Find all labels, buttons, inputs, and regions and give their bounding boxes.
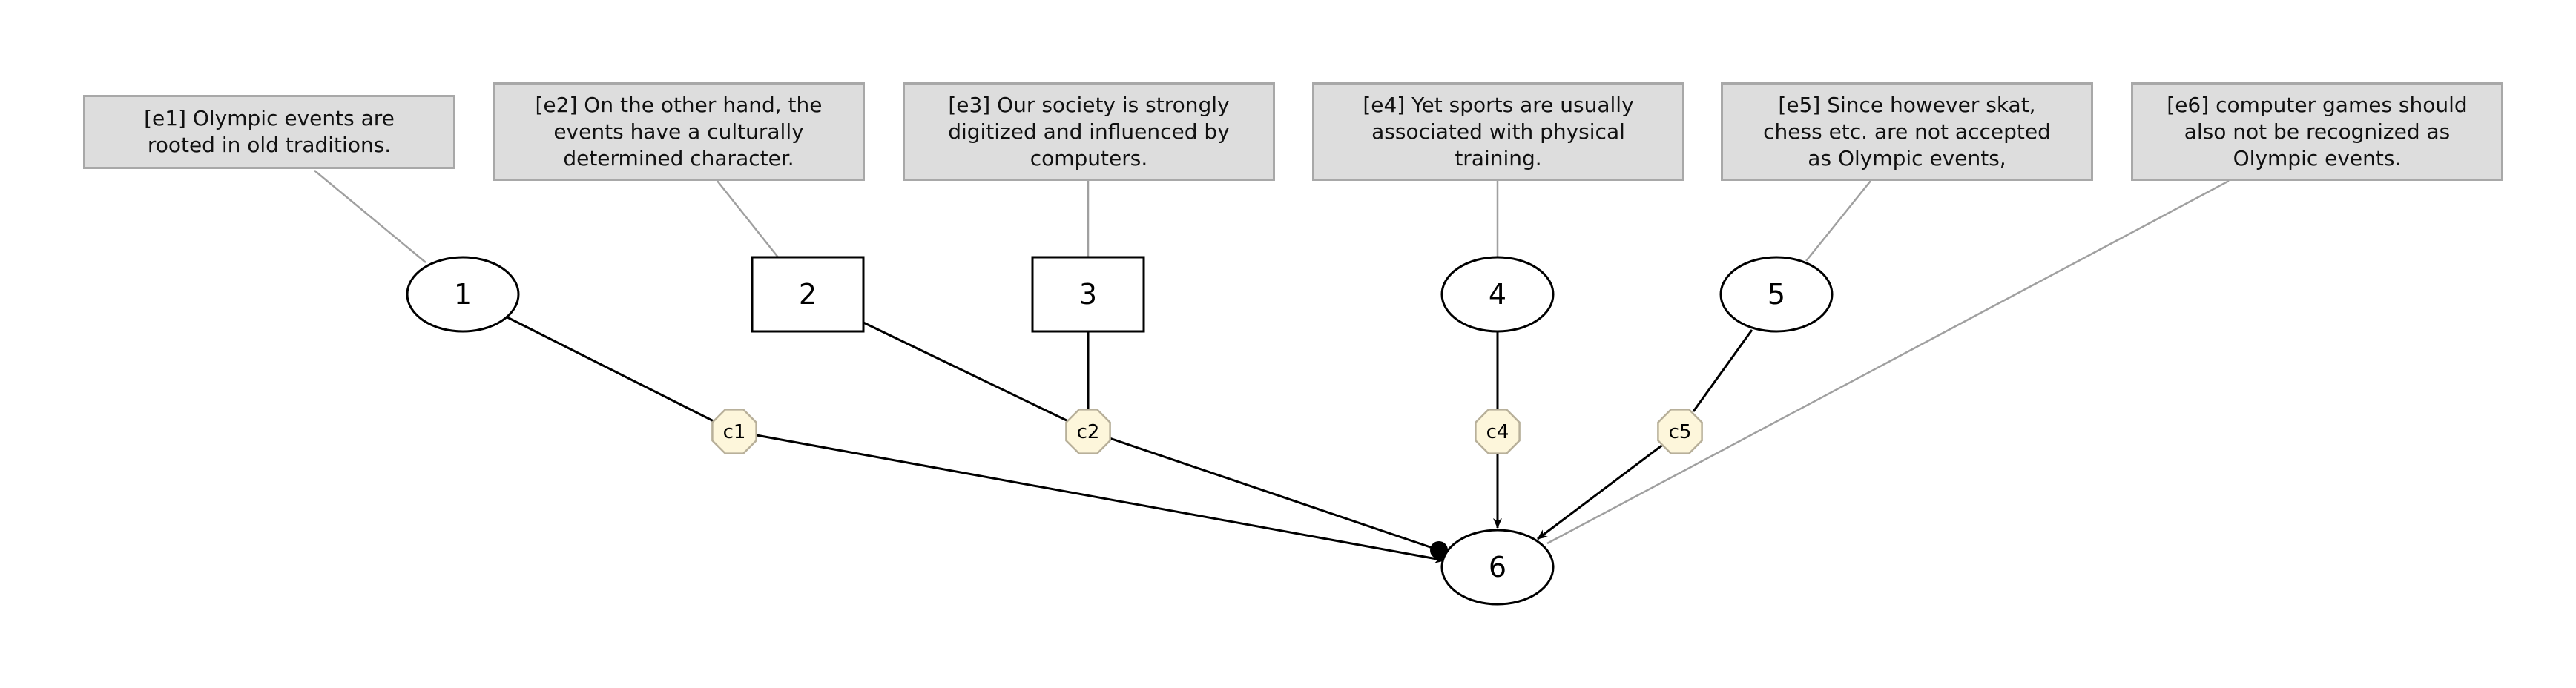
- text-unit-text: [e2] On the other hand, the events have …: [535, 92, 823, 171]
- node-3-box: [1031, 256, 1145, 333]
- connector-c2-octagon: [1065, 408, 1111, 454]
- edge-5-c5: [1692, 329, 1753, 412]
- connector-c2: c2: [1065, 408, 1111, 454]
- edge-c1-6: [756, 434, 1446, 563]
- connector-c5: c5: [1657, 408, 1703, 454]
- edge-2-c2: [863, 321, 1069, 423]
- node-6-label: 6: [1489, 551, 1506, 583]
- edge-c5-6: [1537, 443, 1664, 540]
- text-unit-e2: [e2] On the other hand, the events have …: [493, 82, 865, 181]
- connector-c2-label: c2: [1077, 421, 1100, 443]
- edge-layer: [314, 170, 2230, 563]
- node-2: 2: [751, 256, 865, 333]
- edge-c2-6-dot-head: [1430, 541, 1448, 559]
- text-unit-text: [e1] Olympic events are rooted in old tr…: [144, 106, 395, 157]
- node-4-label: 4: [1489, 278, 1506, 311]
- edge-e5-5: [1805, 180, 1871, 262]
- edge-e1-1: [314, 170, 426, 263]
- node-5: 5: [1719, 256, 1834, 333]
- text-unit-text: [e6] computer games should also not be r…: [2167, 92, 2468, 171]
- connector-c4: c4: [1475, 408, 1521, 454]
- edge-c2-6: [1109, 437, 1440, 552]
- node-4-ellipse: [1440, 256, 1555, 333]
- edge-e6-6: [1546, 179, 2230, 545]
- node-layer: 1 2 3 4 5 6: [406, 256, 1834, 606]
- text-unit-e1: [e1] Olympic events are rooted in old tr…: [83, 95, 455, 169]
- node-6: 6: [1440, 529, 1555, 606]
- connector-c4-octagon: [1475, 408, 1521, 454]
- node-5-ellipse: [1719, 256, 1834, 333]
- text-unit-e4: [e4] Yet sports are usually associated w…: [1312, 82, 1684, 181]
- node-2-label: 2: [799, 278, 817, 311]
- connector-layer: c1 c2 c4 c5: [711, 408, 1703, 454]
- edge-e2-2: [717, 180, 779, 258]
- connector-c4-label: c4: [1486, 421, 1509, 443]
- connector-c5-label: c5: [1669, 421, 1692, 443]
- node-6-ellipse: [1440, 529, 1555, 606]
- text-unit-text: [e4] Yet sports are usually associated w…: [1363, 92, 1634, 171]
- node-3-label: 3: [1079, 278, 1097, 311]
- node-1-label: 1: [454, 278, 472, 311]
- text-unit-text: [e5] Since however skat, chess etc. are …: [1763, 92, 2051, 171]
- edge-1-c1: [507, 316, 714, 423]
- node-3: 3: [1031, 256, 1145, 333]
- node-2-box: [751, 256, 865, 333]
- text-unit-text: [e3] Our society is strongly digitized a…: [948, 92, 1230, 171]
- connector-c1: c1: [711, 408, 757, 454]
- text-unit-e3: [e3] Our society is strongly digitized a…: [903, 82, 1275, 181]
- connector-c1-label: c1: [723, 421, 746, 443]
- node-1: 1: [406, 256, 520, 333]
- node-4: 4: [1440, 256, 1555, 333]
- connector-c5-octagon: [1657, 408, 1703, 454]
- connector-c1-octagon: [711, 408, 757, 454]
- node-1-ellipse: [406, 256, 520, 333]
- node-5-label: 5: [1768, 278, 1785, 311]
- text-unit-e5: [e5] Since however skat, chess etc. are …: [1721, 82, 2093, 181]
- text-unit-e6: [e6] computer games should also not be r…: [2131, 82, 2503, 181]
